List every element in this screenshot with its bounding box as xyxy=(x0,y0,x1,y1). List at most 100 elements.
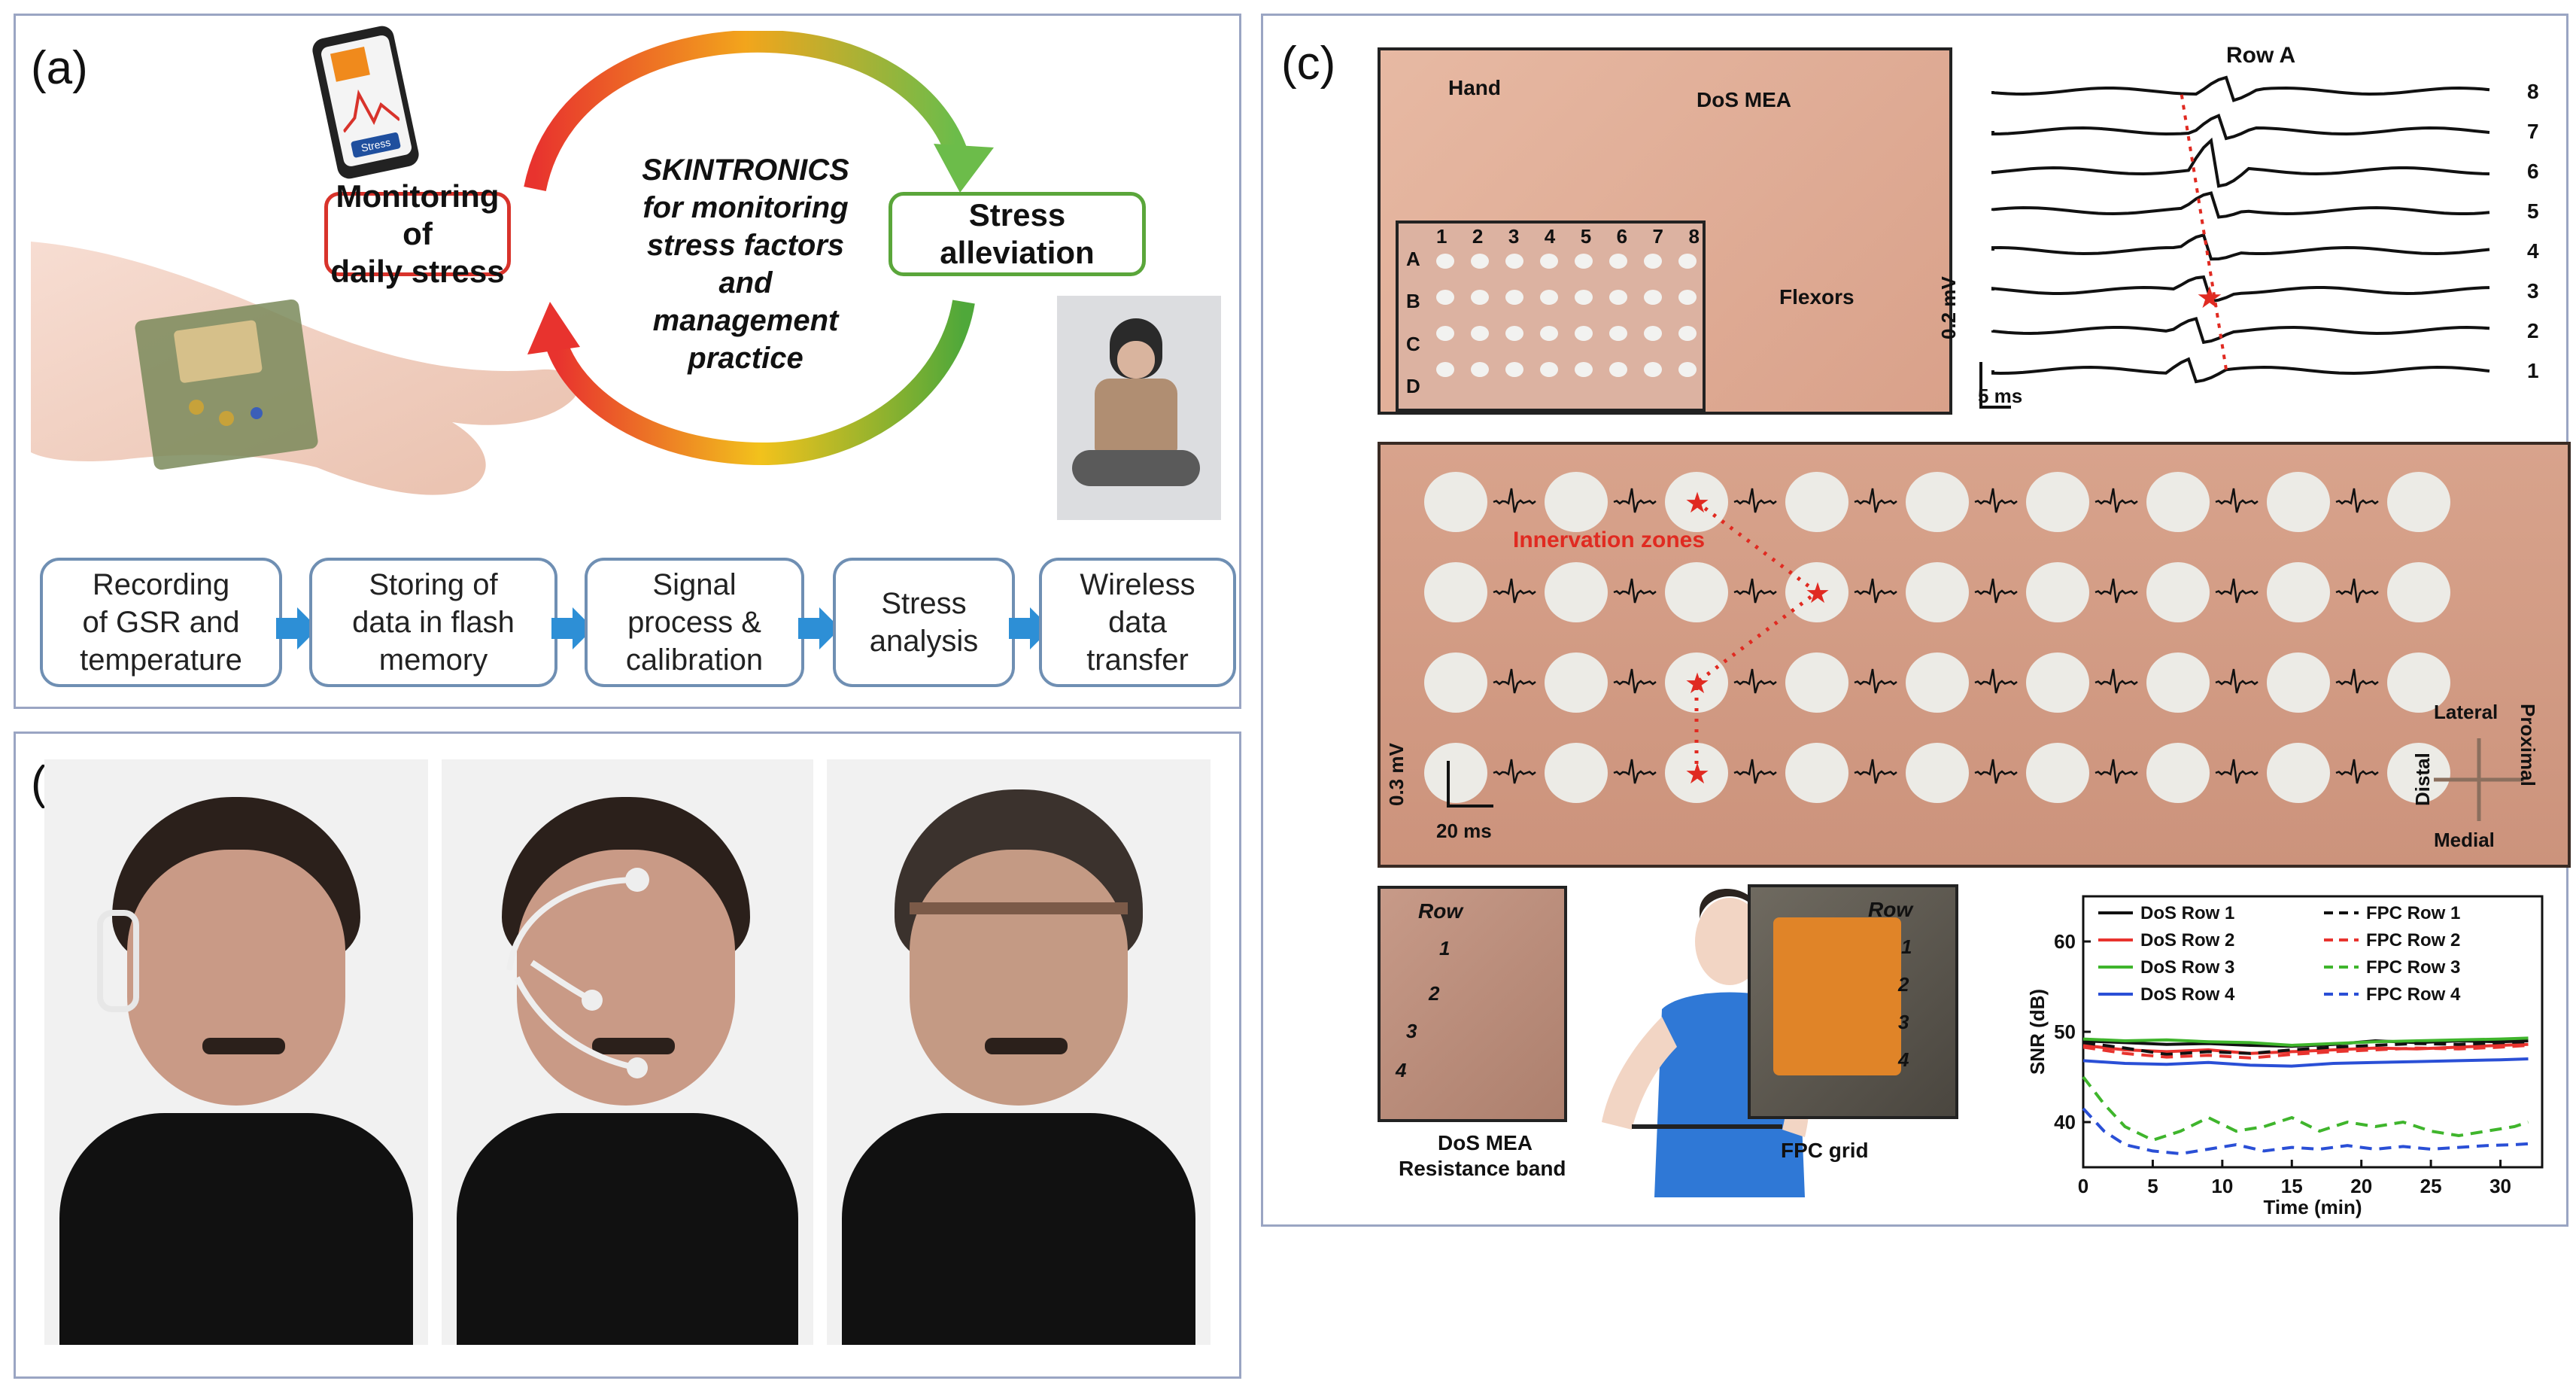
mea-electrode xyxy=(1471,290,1489,305)
flow-step-storing: Storing of data in flash memory xyxy=(309,558,557,687)
array-electrode xyxy=(2387,743,2450,803)
array-signal xyxy=(1974,759,2018,784)
mea-electrode xyxy=(1471,362,1489,377)
hand-device-illustration xyxy=(31,242,579,495)
mea-row-C: C xyxy=(1406,332,1420,355)
mea-electrode xyxy=(1609,290,1627,305)
legend-label: FPC Row 1 xyxy=(2366,903,2460,923)
mea-electrode xyxy=(1540,254,1558,269)
mea-col-5: 5 xyxy=(1580,225,1592,248)
mea-electrode xyxy=(1644,326,1662,341)
compass-medial: Medial xyxy=(2434,829,2495,851)
trace-label-5: 5 xyxy=(2527,199,2539,223)
mea-electrode xyxy=(1505,254,1523,269)
fpc-row-num-2: 2 xyxy=(1898,973,1909,996)
label-dos-mea-setup: DoS MEA xyxy=(1438,1131,1533,1154)
panel-a: (a) Stress xyxy=(14,14,1241,709)
array-electrode xyxy=(2026,743,2089,803)
row-label-left: Row xyxy=(1418,899,1463,923)
array-electrode xyxy=(2387,472,2450,532)
trace-channel-4 xyxy=(1991,233,2490,261)
array-signal xyxy=(1854,759,1897,784)
mea-electrode xyxy=(1471,326,1489,341)
x-tick-label: 30 xyxy=(2489,1175,2511,1197)
trace-channel-1 xyxy=(1991,357,2490,384)
mea-electrode xyxy=(1678,290,1697,305)
trace-channel-2 xyxy=(1991,316,2490,345)
mea-col-1: 1 xyxy=(1436,225,1447,248)
mea-col-7: 7 xyxy=(1652,225,1663,248)
mea-electrode xyxy=(1540,326,1558,341)
array-electrode xyxy=(2267,652,2330,713)
array-electrode xyxy=(1545,562,1608,622)
array-signal xyxy=(1613,759,1657,784)
x-tick-label: 25 xyxy=(2420,1175,2442,1197)
array-electrode xyxy=(1665,652,1728,713)
x-tick-label: 5 xyxy=(2147,1175,2158,1197)
array-electrode xyxy=(1906,472,1969,532)
array-electrode xyxy=(1424,472,1487,532)
mea-electrode xyxy=(1575,362,1593,377)
array-electrode xyxy=(1785,652,1848,713)
innervation-star: ★ xyxy=(2196,281,2223,315)
row-num-4: 4 xyxy=(1396,1059,1407,1081)
mea-electrode xyxy=(1678,326,1697,341)
mea-electrode xyxy=(1678,362,1697,377)
flow-step-recording: Recording of GSR and temperature xyxy=(40,558,282,687)
legend-label: DoS Row 4 xyxy=(2140,984,2235,1005)
trace-channel-8 xyxy=(1991,75,2490,102)
legend-label: FPC Row 2 xyxy=(2366,930,2460,951)
array-electrode xyxy=(2146,743,2210,803)
mea-electrode xyxy=(1575,254,1593,269)
trace-label-2: 2 xyxy=(2527,319,2539,342)
array-electrode xyxy=(2267,562,2330,622)
innervation-star: ★ xyxy=(1805,578,1830,610)
mea-electrode xyxy=(1609,326,1627,341)
series-line-dos-row-3 xyxy=(2082,1036,2529,1048)
trace-channel-5 xyxy=(1991,191,2490,219)
arm-row-photo: Row 1 2 3 4 xyxy=(1378,886,1567,1122)
trace-scale-v: 0.2 mV xyxy=(1937,276,1960,339)
array-signal xyxy=(1854,668,1897,694)
array-signal xyxy=(1613,488,1657,513)
array-signal xyxy=(2215,668,2259,694)
fpc-row-num-3: 3 xyxy=(1898,1011,1909,1033)
array-signal xyxy=(2095,488,2138,513)
snr-ylabel: SNR (dB) xyxy=(2026,989,2049,1075)
array-signal xyxy=(1974,488,2018,513)
panel-a-label: (a) xyxy=(31,42,88,94)
mea-col-6: 6 xyxy=(1616,225,1628,248)
portrait-headband xyxy=(827,759,1211,1345)
mea-electrode xyxy=(1436,254,1454,269)
portrait-face-electrodes xyxy=(442,759,813,1345)
electrode-array-map: ★★★★ Innervation zones 0.3 mV 20 ms Late… xyxy=(1378,442,2571,868)
legend-label: FPC Row 3 xyxy=(2366,957,2460,978)
map-scale-v: 0.3 mV xyxy=(1385,743,1408,806)
compass-lateral: Lateral xyxy=(2434,701,2499,723)
mea-electrode xyxy=(1436,326,1454,341)
x-tick-label: 15 xyxy=(2281,1175,2303,1197)
monitoring-box: Monitoring of daily stress xyxy=(324,178,511,289)
legend-label: DoS Row 3 xyxy=(2140,957,2234,978)
fpc-row-num-4: 4 xyxy=(1898,1048,1909,1071)
mea-electrode xyxy=(1436,362,1454,377)
map-scale-t: 20 ms xyxy=(1436,820,1492,842)
mea-electrode xyxy=(1678,254,1697,269)
trace-channel-7 xyxy=(1991,114,2490,141)
label-dos-mea: DoS MEA xyxy=(1697,88,1791,111)
flow-arrow-2 xyxy=(551,607,594,649)
label-fpc-grid: FPC grid xyxy=(1781,1139,1869,1162)
mea-electrode xyxy=(1609,362,1627,377)
flow-step-signal: Signal process & calibration xyxy=(585,558,804,687)
innervation-path xyxy=(1694,500,1821,773)
label-resistance-band: Resistance band xyxy=(1399,1157,1566,1180)
array-signal xyxy=(1854,488,1897,513)
trace-scale-t: 5 ms xyxy=(1978,385,2023,407)
innervation-star: ★ xyxy=(1684,488,1710,519)
array-electrode xyxy=(1545,652,1608,713)
flow-arrow-1 xyxy=(276,607,318,649)
series-line-fpc-row-2 xyxy=(2082,1044,2529,1060)
